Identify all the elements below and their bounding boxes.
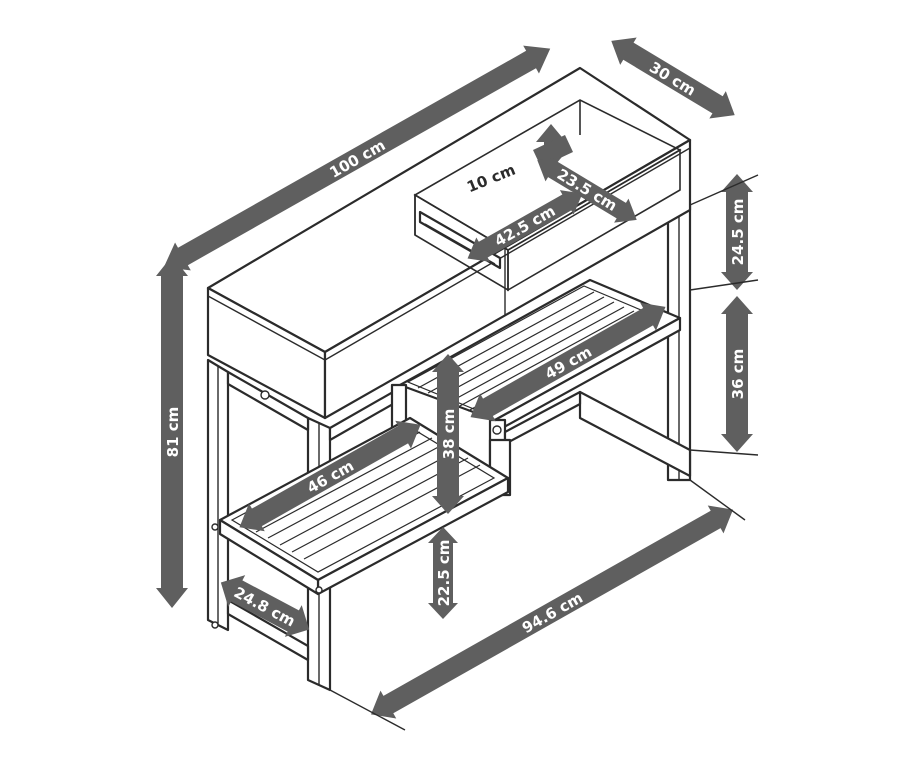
back-lower-rail bbox=[578, 390, 692, 478]
dim-base-width-label: 94.6 cm bbox=[519, 589, 586, 638]
dim-depth-label: 30 cm bbox=[646, 58, 699, 100]
bottom-side-rail bbox=[226, 598, 310, 662]
dim-lower-clearance: 22.5 cm bbox=[428, 527, 458, 619]
lower-slatted-shelf bbox=[218, 416, 510, 596]
extension-lines bbox=[329, 174, 759, 731]
dim-overall-height: 81 cm bbox=[156, 256, 188, 608]
upper-slatted-shelf bbox=[398, 278, 682, 482]
dim-overall-height-label: 81 cm bbox=[164, 407, 182, 458]
screw bbox=[211, 523, 219, 531]
screw bbox=[211, 621, 219, 629]
dim-upper-shelf-clearance-label: 36 cm bbox=[729, 349, 747, 400]
screw bbox=[492, 425, 502, 435]
dim-drawer-section-height-label: 24.5 cm bbox=[729, 199, 747, 266]
dim-upper-shelf-clearance: 36 cm bbox=[721, 296, 753, 452]
dim-drawer-section-height: 24.5 cm bbox=[721, 174, 753, 290]
screw bbox=[260, 390, 270, 400]
dim-lower-clearance-label: 22.5 cm bbox=[435, 540, 453, 607]
dim-middle-clearance-label: 38 cm bbox=[440, 409, 458, 460]
screw bbox=[315, 586, 323, 594]
dim-middle-clearance: 38 cm bbox=[432, 354, 464, 514]
